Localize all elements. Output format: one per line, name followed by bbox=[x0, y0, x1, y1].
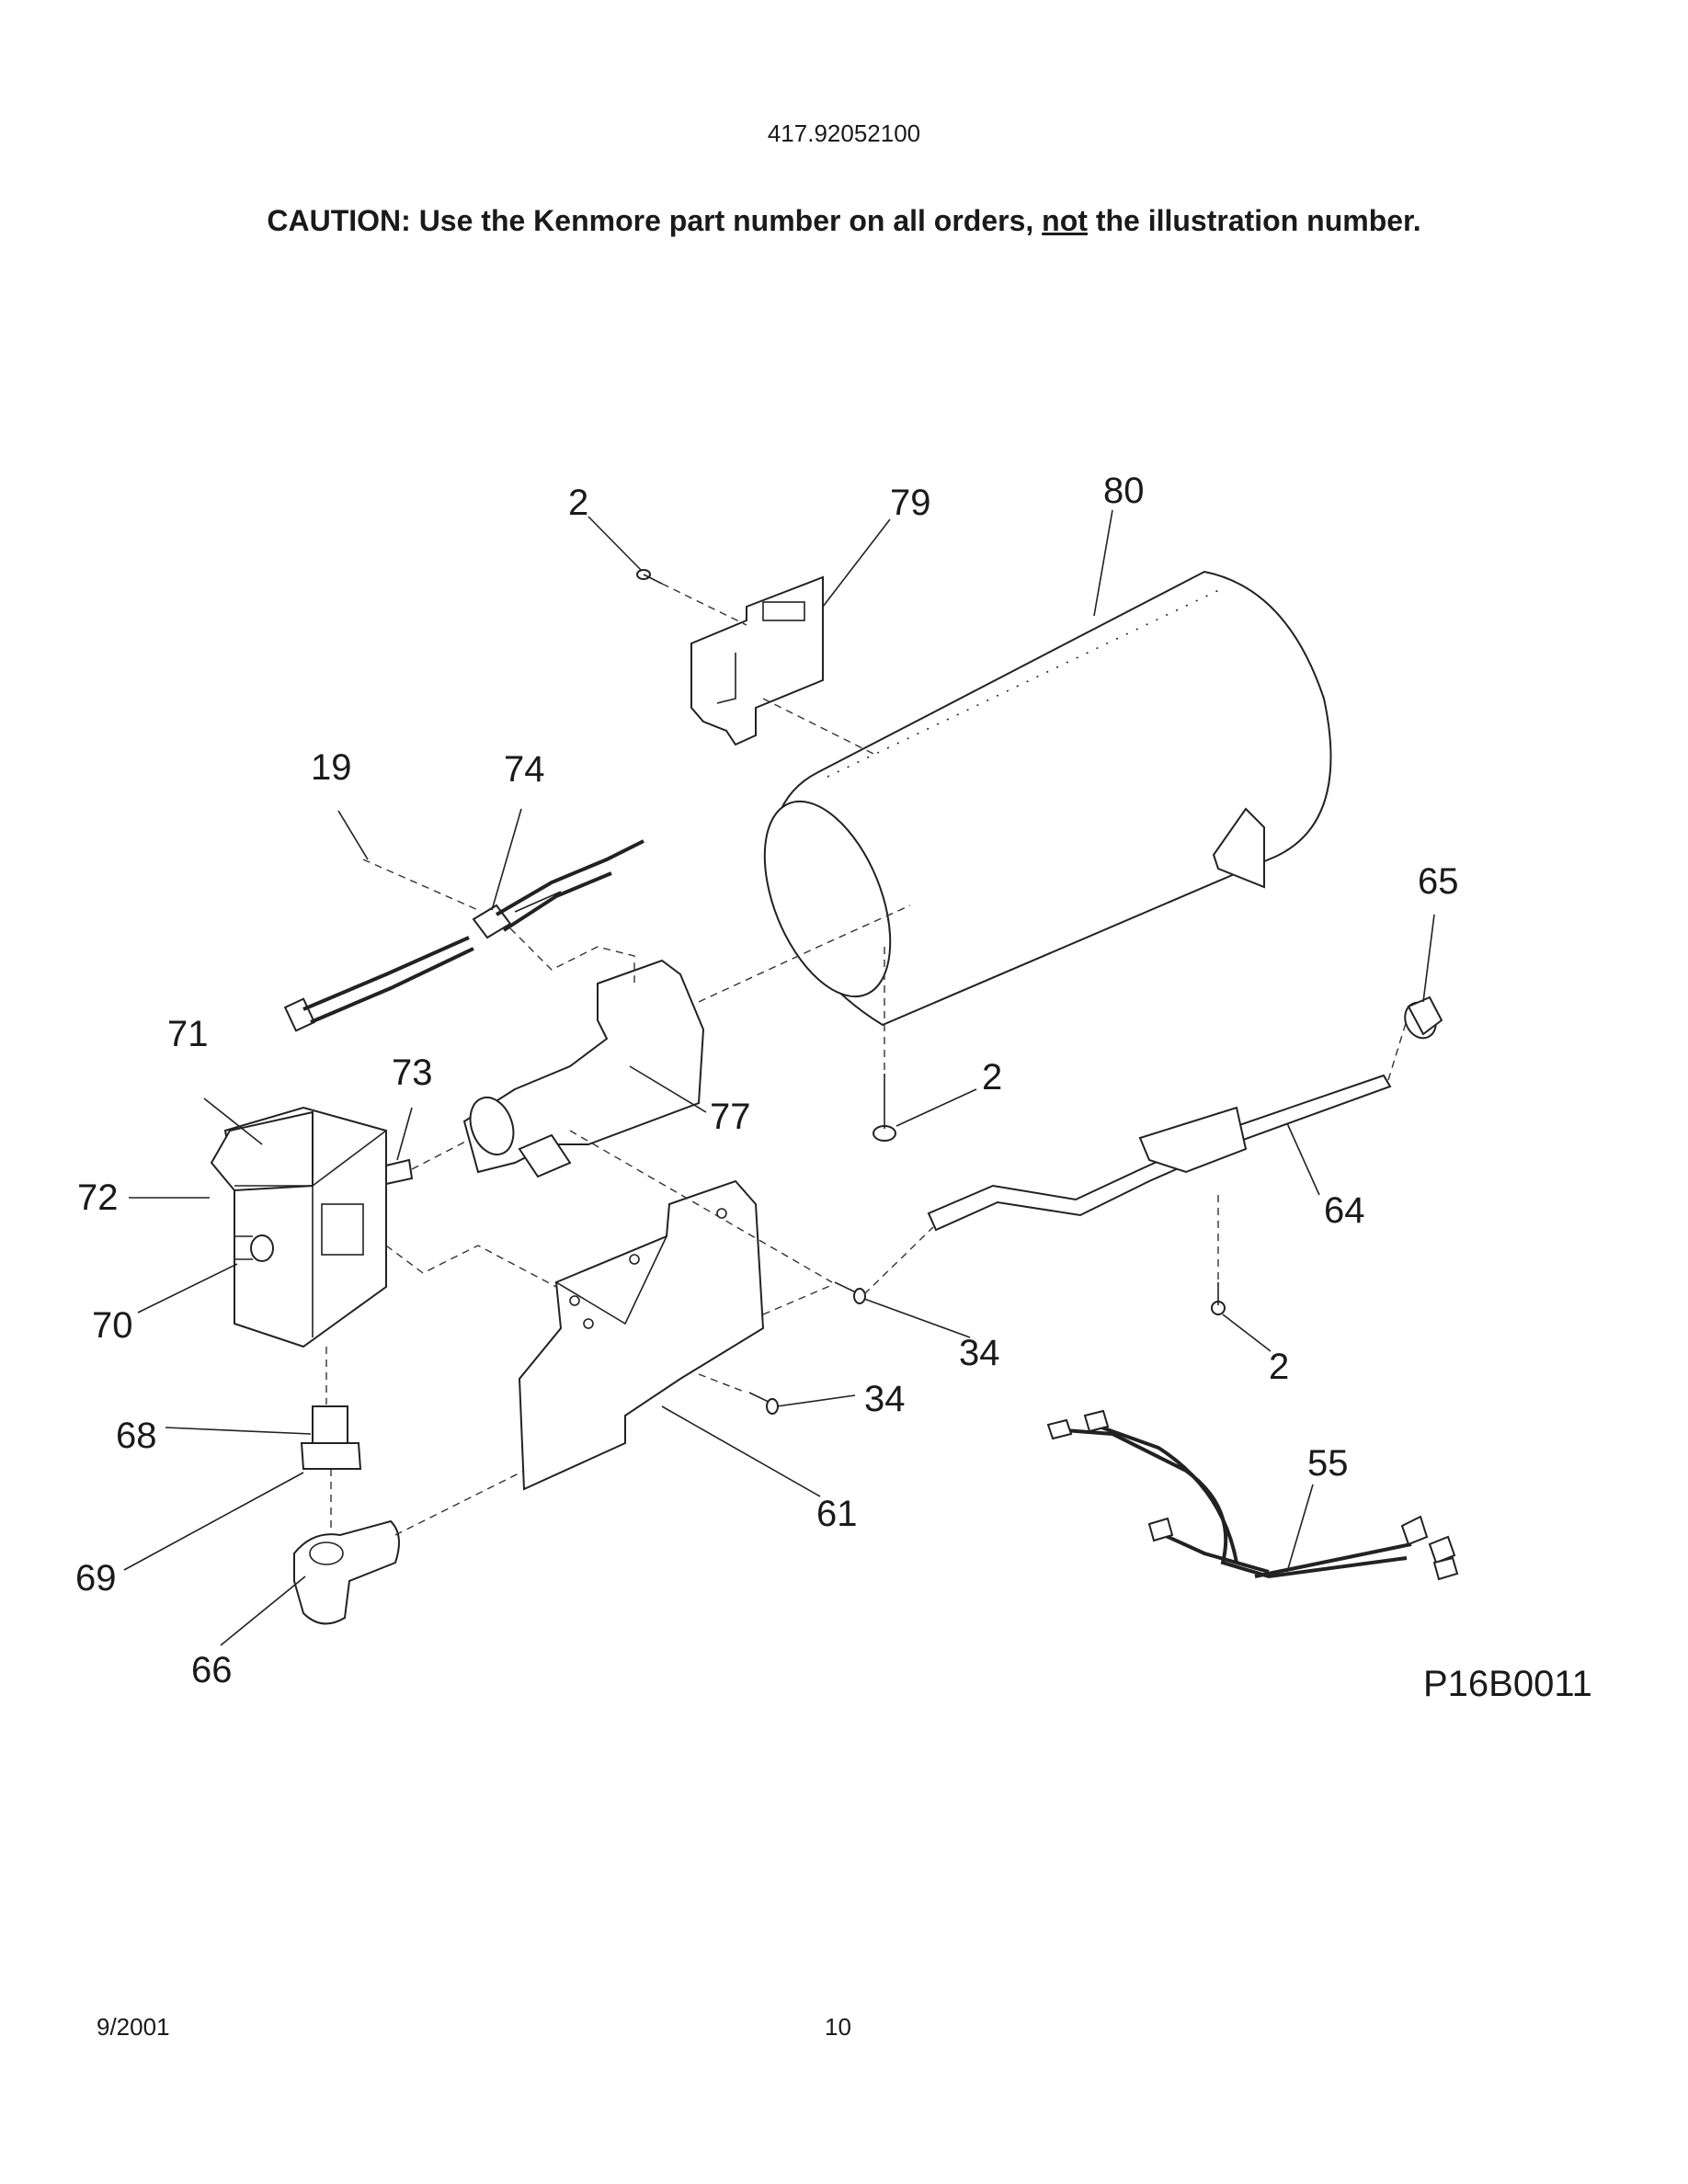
callout-34-lower: 34 bbox=[864, 1379, 906, 1419]
callout-19: 19 bbox=[311, 747, 352, 788]
callout-80: 80 bbox=[1103, 471, 1145, 511]
callout-70: 70 bbox=[92, 1305, 133, 1346]
screw-part bbox=[1211, 1282, 1226, 1315]
screw-part bbox=[834, 1281, 866, 1304]
model-number: 417.92052100 bbox=[767, 119, 921, 147]
screw-part bbox=[636, 569, 663, 585]
leader-lines bbox=[123, 509, 1435, 1646]
wire-harness-part bbox=[1046, 1409, 1459, 1581]
bracket-part bbox=[690, 575, 824, 746]
callout-72: 72 bbox=[77, 1177, 119, 1218]
callout-2-screw-top: 2 bbox=[568, 483, 588, 523]
igniter-part bbox=[283, 839, 644, 1032]
callout-73: 73 bbox=[392, 1052, 433, 1093]
callout-74: 74 bbox=[504, 749, 545, 790]
callout-68: 68 bbox=[116, 1416, 157, 1456]
callout-55: 55 bbox=[1307, 1443, 1349, 1484]
screw-part bbox=[748, 1392, 779, 1415]
callout-69: 69 bbox=[75, 1558, 117, 1598]
callout-66: 66 bbox=[191, 1650, 233, 1690]
assembly-lines bbox=[325, 583, 1408, 1536]
callout-2-screw-drum: 2 bbox=[982, 1057, 1002, 1098]
caution-emphasis: not bbox=[1042, 204, 1088, 237]
callout-77: 77 bbox=[710, 1097, 751, 1137]
callout-79: 79 bbox=[890, 483, 931, 523]
callout-labels: 2 79 80 19 74 65 71 73 77 2 72 64 70 34 … bbox=[75, 471, 1592, 1704]
figure-id: P16B0011 bbox=[1423, 1664, 1592, 1704]
drum-part bbox=[763, 570, 1332, 1027]
footer-date: 9/2001 bbox=[97, 2013, 170, 2041]
callout-61: 61 bbox=[816, 1494, 858, 1534]
caution-notice: CAUTION: Use the Kenmore part number on … bbox=[0, 204, 1688, 238]
fitting-part bbox=[293, 1405, 400, 1625]
caution-prefix: CAUTION: Use the Kenmore part number on … bbox=[267, 204, 1043, 237]
gas-valve-part bbox=[210, 1106, 414, 1348]
callout-71: 71 bbox=[167, 1014, 209, 1054]
callout-2-screw-pipe: 2 bbox=[1269, 1347, 1289, 1387]
footer-page-number: 10 bbox=[825, 2013, 851, 2041]
cap-part bbox=[1404, 995, 1443, 1040]
gas-pipe-part bbox=[927, 1074, 1392, 1232]
caution-suffix: the illustration number. bbox=[1087, 204, 1421, 237]
burner-tube-part bbox=[462, 959, 705, 1178]
callout-65: 65 bbox=[1418, 861, 1459, 902]
heat-shield-part bbox=[518, 1179, 765, 1491]
screw-part bbox=[873, 1074, 896, 1142]
callout-64: 64 bbox=[1324, 1190, 1365, 1231]
callout-34-upper: 34 bbox=[959, 1333, 1000, 1373]
